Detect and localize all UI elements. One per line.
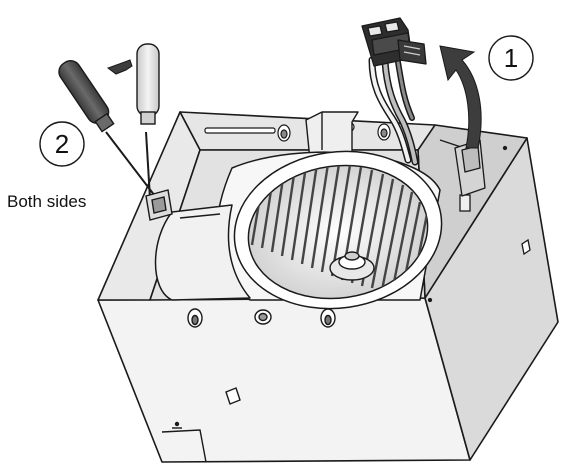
- wire-harness: [368, 56, 419, 166]
- wheel-blades: [250, 163, 429, 293]
- scroll-side-plate: [154, 204, 251, 301]
- screwdriver-shaft-upright: [145, 131, 151, 199]
- callout-step-1: 1: [488, 35, 534, 81]
- screwdriver-upright: [136, 43, 160, 125]
- right-tab: [459, 194, 471, 212]
- both-sides-label: Both sides: [7, 192, 86, 211]
- tilt-arrow: [106, 59, 133, 75]
- front-face-details: [161, 308, 336, 463]
- callout-step-2-number: 2: [55, 129, 69, 159]
- power-plug: [361, 17, 427, 67]
- wheel-hub: [329, 251, 375, 281]
- lift-arrow: [439, 45, 482, 149]
- screwdriver-tilted: [58, 59, 115, 133]
- front-knockout: [225, 387, 241, 405]
- back-wall-slot: [204, 127, 276, 134]
- callout-step-1-number: 1: [504, 43, 518, 73]
- right-knockout: [521, 238, 531, 256]
- housing-front-face: [97, 297, 471, 463]
- callout-step-2: 2: [39, 121, 85, 167]
- retaining-clip: [145, 189, 173, 221]
- screwdriver-shafts: [105, 131, 159, 201]
- front-bottom-notch: [161, 429, 207, 463]
